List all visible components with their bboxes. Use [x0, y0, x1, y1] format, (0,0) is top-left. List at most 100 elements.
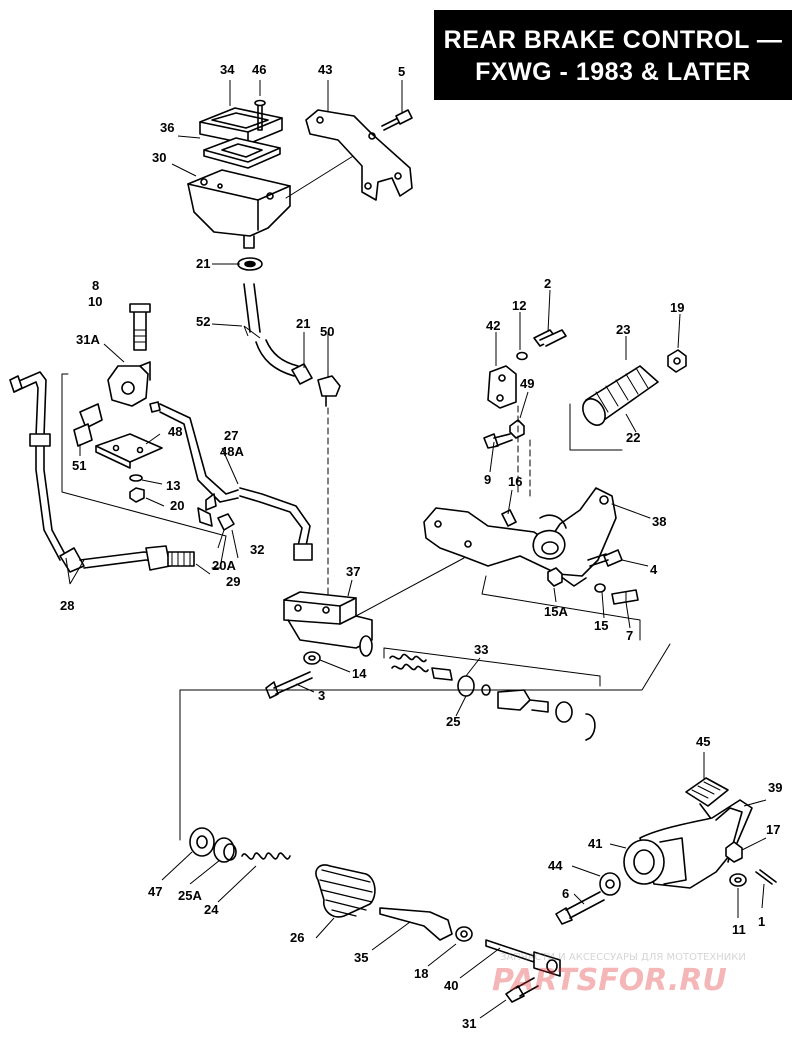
callout-28: 28	[60, 598, 74, 613]
callout-33: 33	[474, 642, 488, 657]
clevis-40	[485, 939, 561, 977]
grommet-21-upper	[237, 257, 263, 271]
bracket-48	[95, 433, 163, 469]
callout-3: 3	[318, 688, 325, 703]
callout-40: 40	[444, 978, 458, 993]
callout-32: 32	[250, 542, 264, 557]
callout-14: 14	[352, 666, 367, 681]
watermark-tagline: ЗАПЧАСТИ И АКСЕССУАРЫ ДЛЯ МОТОТЕХНИКИ	[500, 952, 746, 963]
screw-4	[587, 549, 623, 567]
callout-48: 48	[168, 424, 182, 439]
callout-1: 1	[758, 914, 765, 929]
screw-5	[381, 109, 413, 131]
bolt-8	[129, 303, 151, 351]
callout-11: 11	[732, 922, 746, 937]
callout-49: 49	[520, 376, 534, 391]
bolt-7	[611, 589, 639, 605]
callout-37: 37	[346, 564, 360, 579]
switch-51	[73, 403, 103, 447]
callout-48A: 48A	[220, 444, 244, 459]
callout-22: 22	[626, 430, 640, 445]
nut-17	[725, 841, 743, 863]
callout-29: 29	[226, 574, 240, 589]
callout-12: 12	[512, 298, 526, 313]
screw-2	[533, 329, 567, 347]
callout-10: 10	[88, 294, 102, 309]
title-line-1: REAR BRAKE CONTROL —	[443, 26, 783, 54]
brake-line-27	[149, 401, 313, 561]
callout-25: 25	[446, 714, 460, 729]
spring-kit-33	[383, 647, 601, 741]
callout-4: 4	[650, 562, 658, 577]
washer-13	[129, 474, 143, 482]
nut-19	[667, 349, 687, 373]
callout-20A: 20A	[212, 558, 236, 573]
boot-26	[315, 864, 376, 918]
frame-bracket	[423, 487, 617, 587]
washer-14	[303, 651, 321, 665]
callout-38: 38	[652, 514, 666, 529]
title-line-2: FXWG - 1983 & LATER	[475, 58, 751, 86]
callout-30: 30	[152, 150, 166, 165]
pin-31	[505, 977, 539, 1003]
cotter-pin-1	[755, 869, 777, 885]
seal-25A	[213, 837, 237, 863]
callout-36: 36	[160, 120, 174, 135]
callout-52: 52	[196, 314, 210, 329]
callout-27: 27	[224, 428, 238, 443]
callout-45: 45	[696, 734, 710, 749]
bolt-6	[555, 891, 605, 925]
callout-7: 7	[626, 628, 633, 643]
callout-6: 6	[562, 886, 569, 901]
callout-24: 24	[204, 902, 219, 917]
brake-lever-39	[623, 799, 753, 889]
footpeg-rubber-23	[569, 365, 659, 451]
callout-47: 47	[148, 884, 162, 899]
callout-21-upper: 21	[196, 256, 210, 271]
watermark-brand: PARTSFOR.RU	[492, 963, 727, 998]
callout-39: 39	[768, 780, 782, 795]
callout-31A: 31A	[76, 332, 100, 347]
washer-47	[189, 827, 215, 857]
bolt-3	[265, 671, 313, 699]
washer-15	[594, 583, 606, 593]
callout-25A: 25A	[178, 888, 202, 903]
callout-42: 42	[486, 318, 500, 333]
callout-19: 19	[670, 300, 684, 315]
callout-50: 50	[320, 324, 334, 339]
callout-46: 46	[252, 62, 266, 77]
washer-11	[729, 873, 747, 887]
callout-13: 13	[166, 478, 180, 493]
callout-51: 51	[72, 458, 86, 473]
callout-23: 23	[616, 322, 630, 337]
spring-24	[241, 852, 291, 860]
callout-5: 5	[398, 64, 405, 79]
callout-labels: 34 46 43 5 36 30 21 8 10 52 21 50 31A 2 …	[60, 62, 782, 1031]
fitting-32	[197, 493, 235, 531]
nut-49	[509, 419, 525, 439]
push-rod-35	[379, 907, 453, 941]
screw-46	[254, 99, 266, 131]
master-cylinder-37	[283, 591, 373, 657]
title-box: REAR BRAKE CONTROL — FXWG - 1983 & LATER	[434, 10, 792, 100]
brake-line-28	[9, 371, 195, 573]
callout-8: 8	[92, 278, 99, 293]
callout-15A: 15A	[544, 604, 568, 619]
callout-43: 43	[318, 62, 332, 77]
clamp-21-lower	[291, 363, 313, 385]
clamp-42	[487, 365, 517, 409]
callout-17: 17	[766, 822, 780, 837]
fitting-50	[317, 375, 341, 407]
screw-9	[483, 433, 513, 449]
gasket-36	[203, 137, 281, 169]
callout-34: 34	[220, 62, 235, 77]
callout-20: 20	[170, 498, 184, 513]
nut-20	[129, 487, 145, 503]
nut-15A	[547, 567, 563, 587]
callout-16: 16	[508, 474, 522, 489]
washer-44	[599, 872, 621, 896]
callout-44: 44	[548, 858, 563, 873]
callout-31: 31	[462, 1016, 476, 1031]
